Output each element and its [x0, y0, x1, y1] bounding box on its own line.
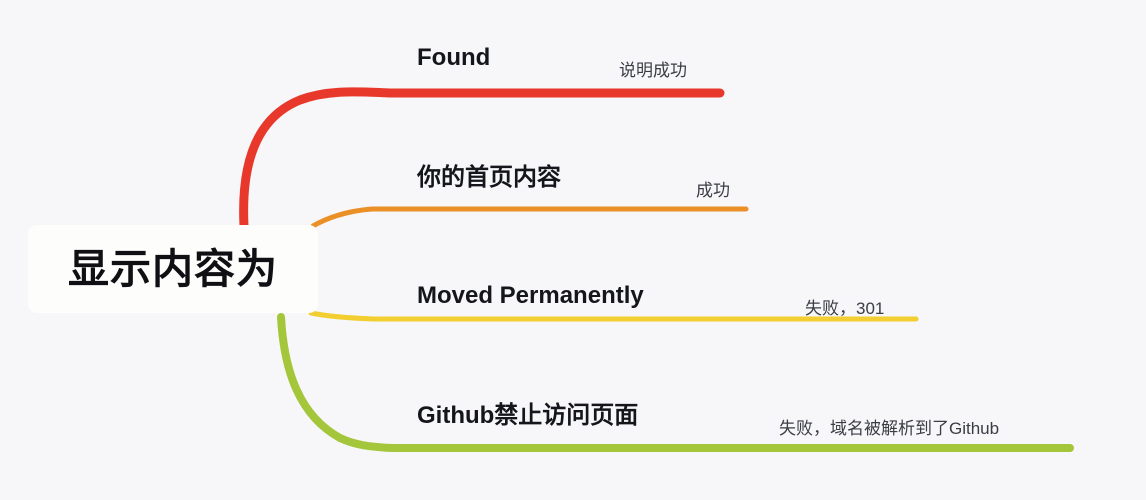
- branch-note-found: 说明成功: [619, 61, 687, 80]
- branch-note-moved-permanently: 失败，301: [805, 299, 885, 318]
- connector-found: [239, 87, 725, 231]
- branch-title-github-forbidden: Github禁止访问页面: [417, 402, 639, 429]
- root-node-label: 显示内容为: [68, 245, 278, 292]
- branch-title-found: Found: [417, 44, 491, 71]
- connector-homepage-content: [310, 206, 749, 229]
- branch-note-github-forbidden: 失败，域名被解析到了Github: [779, 419, 1000, 438]
- branch-title-moved-permanently: Moved Permanently: [417, 282, 644, 309]
- branch-note-homepage-content: 成功: [696, 181, 730, 200]
- branch-title-homepage-content: 你的首页内容: [417, 164, 561, 191]
- root-node[interactable]: 显示内容为: [28, 225, 318, 313]
